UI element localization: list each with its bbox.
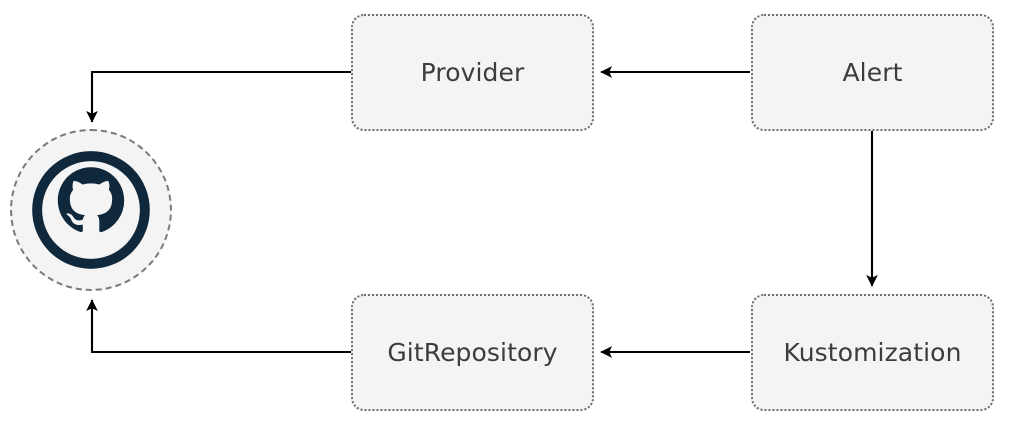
node-kustomization[interactable]: Kustomization [751,294,994,411]
github-octocat-icon [32,151,150,269]
node-gitrepository-label: GitRepository [387,338,558,367]
node-alert-label: Alert [842,58,903,87]
node-alert[interactable]: Alert [751,14,994,131]
edge-provider-to-github [86,70,351,123]
node-github-source[interactable] [10,129,172,291]
edge-gitrepository-to-github [86,299,351,354]
node-gitrepository[interactable]: GitRepository [351,294,594,411]
node-provider[interactable]: Provider [351,14,594,131]
node-kustomization-label: Kustomization [783,338,962,367]
node-provider-label: Provider [420,58,525,87]
